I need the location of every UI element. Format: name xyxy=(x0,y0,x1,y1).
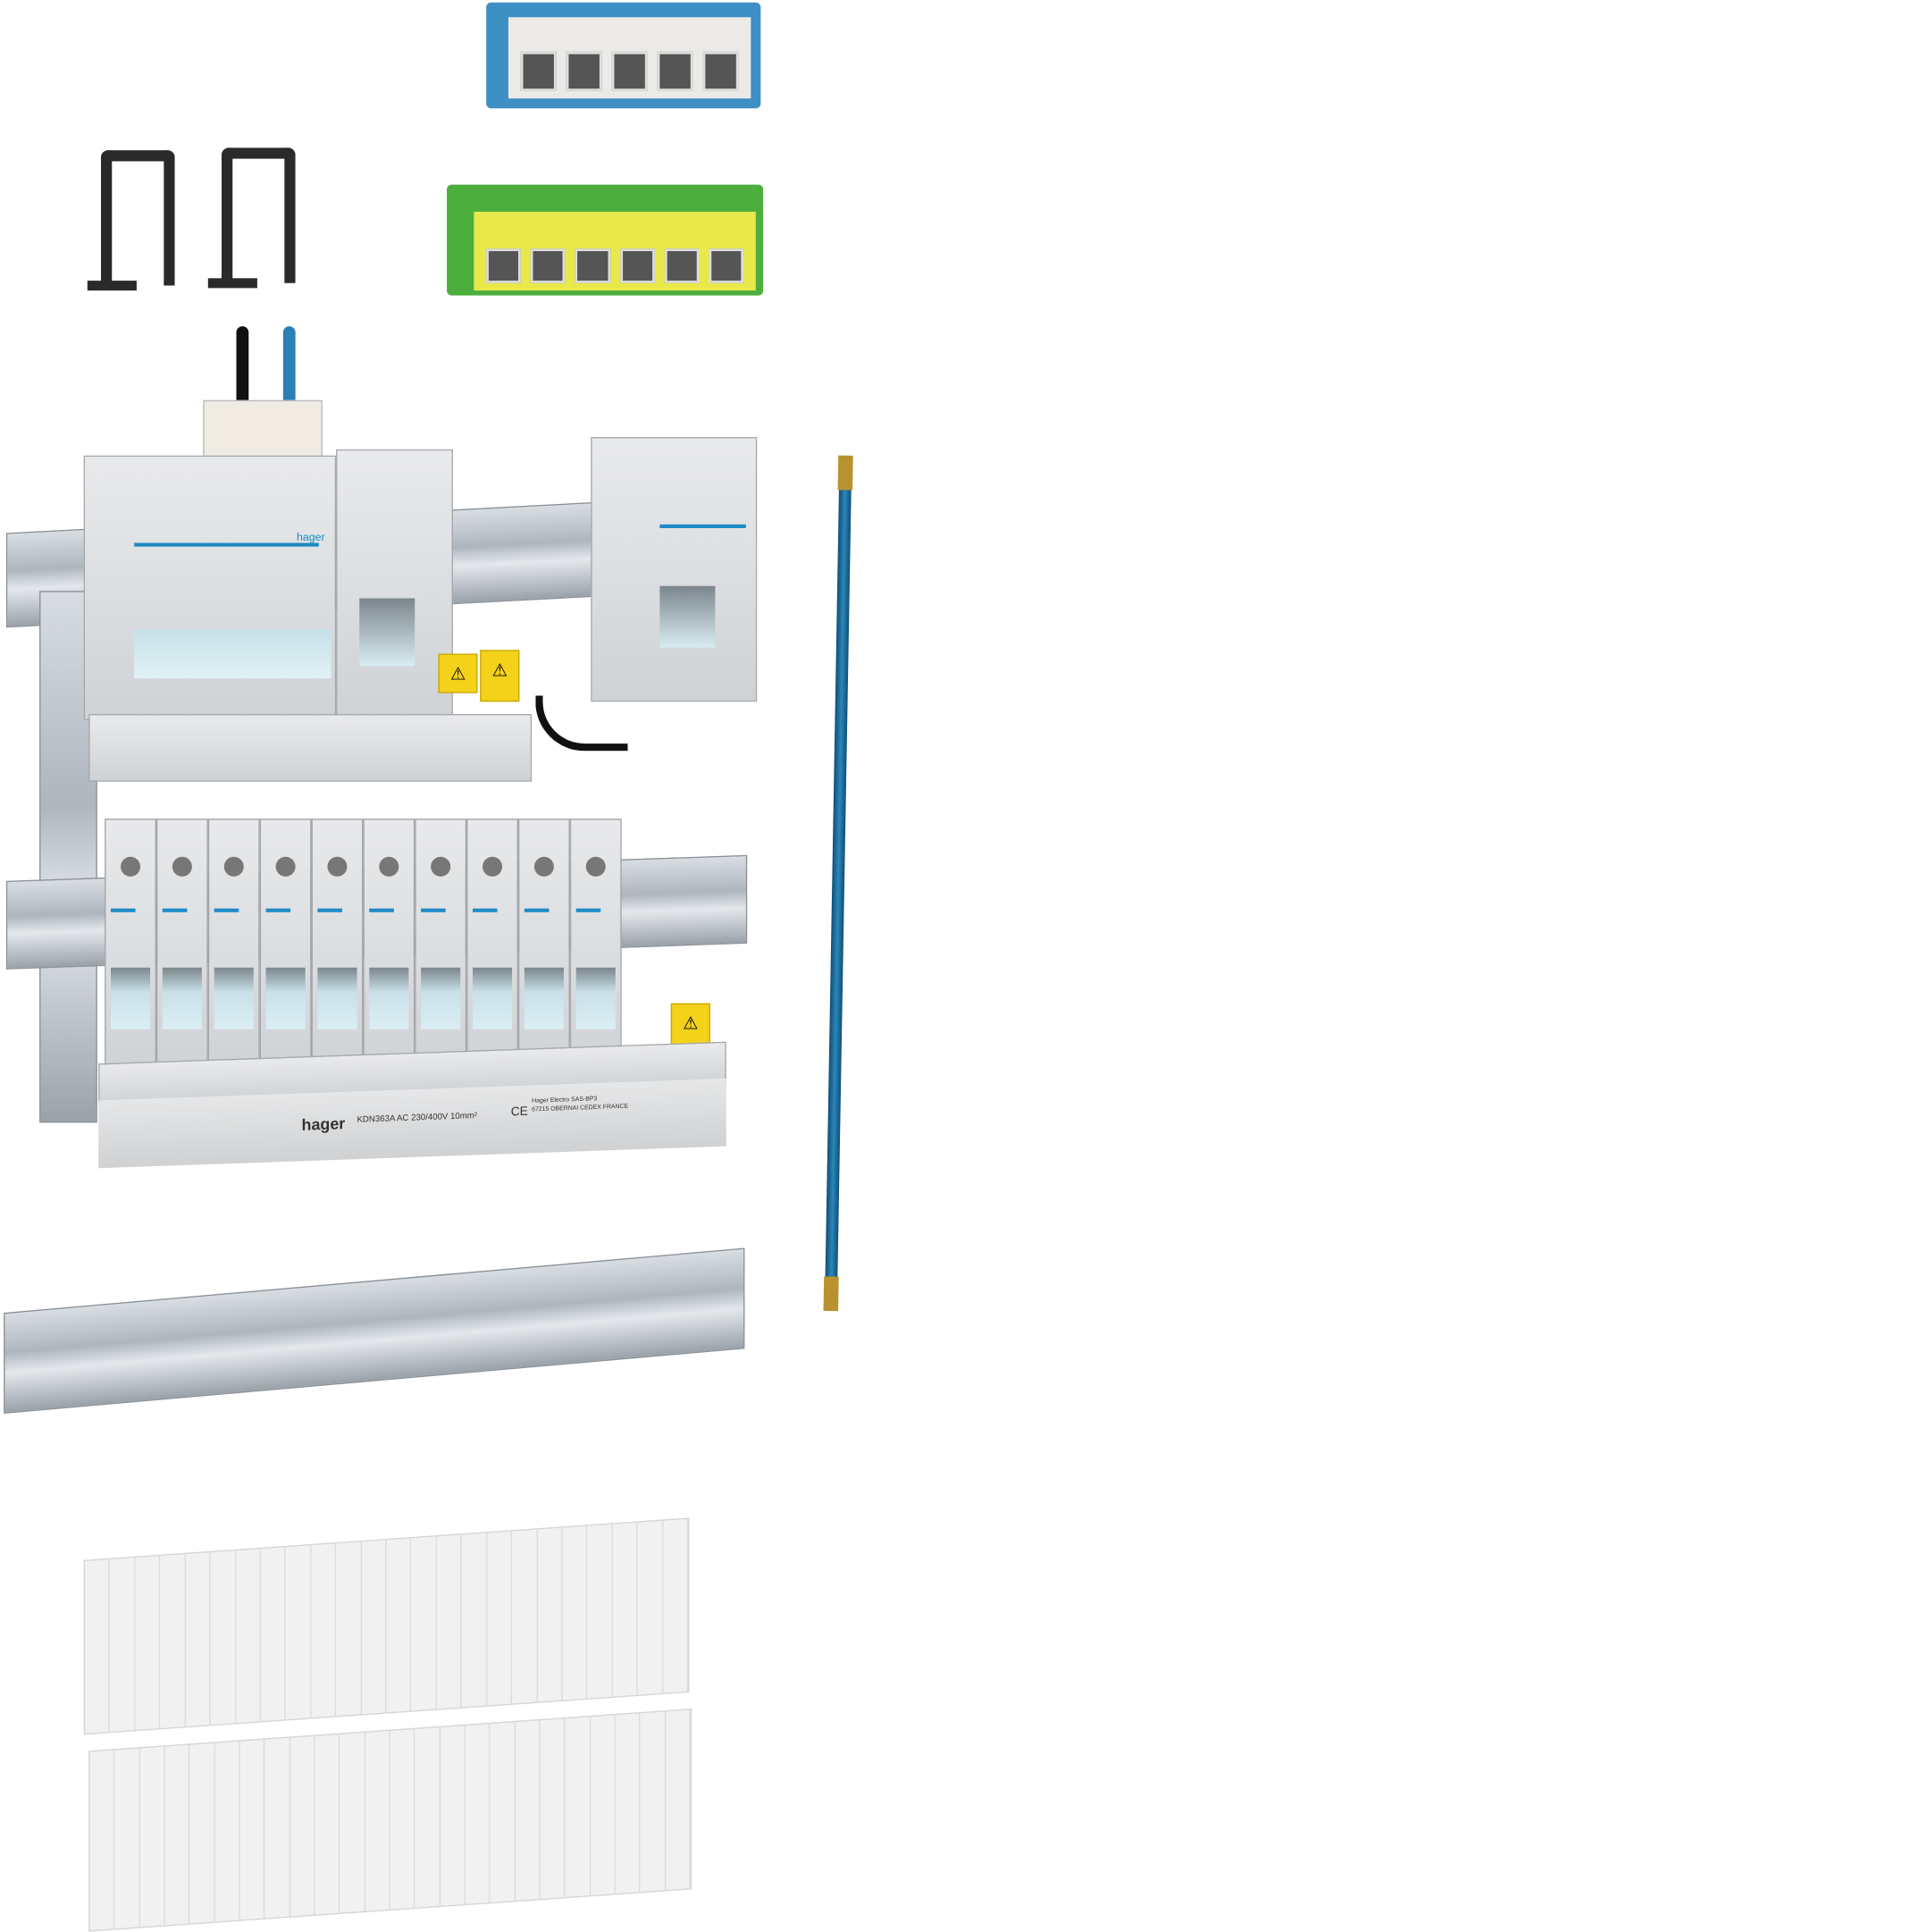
hager-logo: hager xyxy=(301,1113,346,1134)
warning-label: ⚠ xyxy=(480,650,520,702)
earth-terminal-block-green-yellow xyxy=(447,184,764,296)
black-supply-wire xyxy=(236,326,249,413)
spare-din-rail xyxy=(4,1247,745,1414)
supply-connector xyxy=(203,399,323,465)
mounting-bracket xyxy=(207,147,296,289)
mounting-bracket xyxy=(87,150,175,291)
neutral-terminal-block-blue xyxy=(486,2,761,109)
surge-protector-module: ⚠ xyxy=(336,449,478,720)
breaker-row xyxy=(105,819,646,1071)
ce-mark: CE xyxy=(510,1105,528,1120)
blue-supply-wire xyxy=(282,326,296,413)
blanking-strip xyxy=(83,1517,690,1735)
warning-label: ⚠ xyxy=(438,653,478,693)
blue-bonding-wire xyxy=(825,467,852,1299)
black-jumper-wire xyxy=(535,695,628,752)
rcd-module xyxy=(591,437,758,702)
product-spec-text: KDN363A AC 230/400V 10mm² xyxy=(357,1112,478,1125)
top-comb-cover xyxy=(88,714,533,782)
blanking-strip xyxy=(88,1708,692,1932)
main-switch-module: hager xyxy=(83,455,337,720)
module-brand-logo: hager xyxy=(296,530,325,543)
